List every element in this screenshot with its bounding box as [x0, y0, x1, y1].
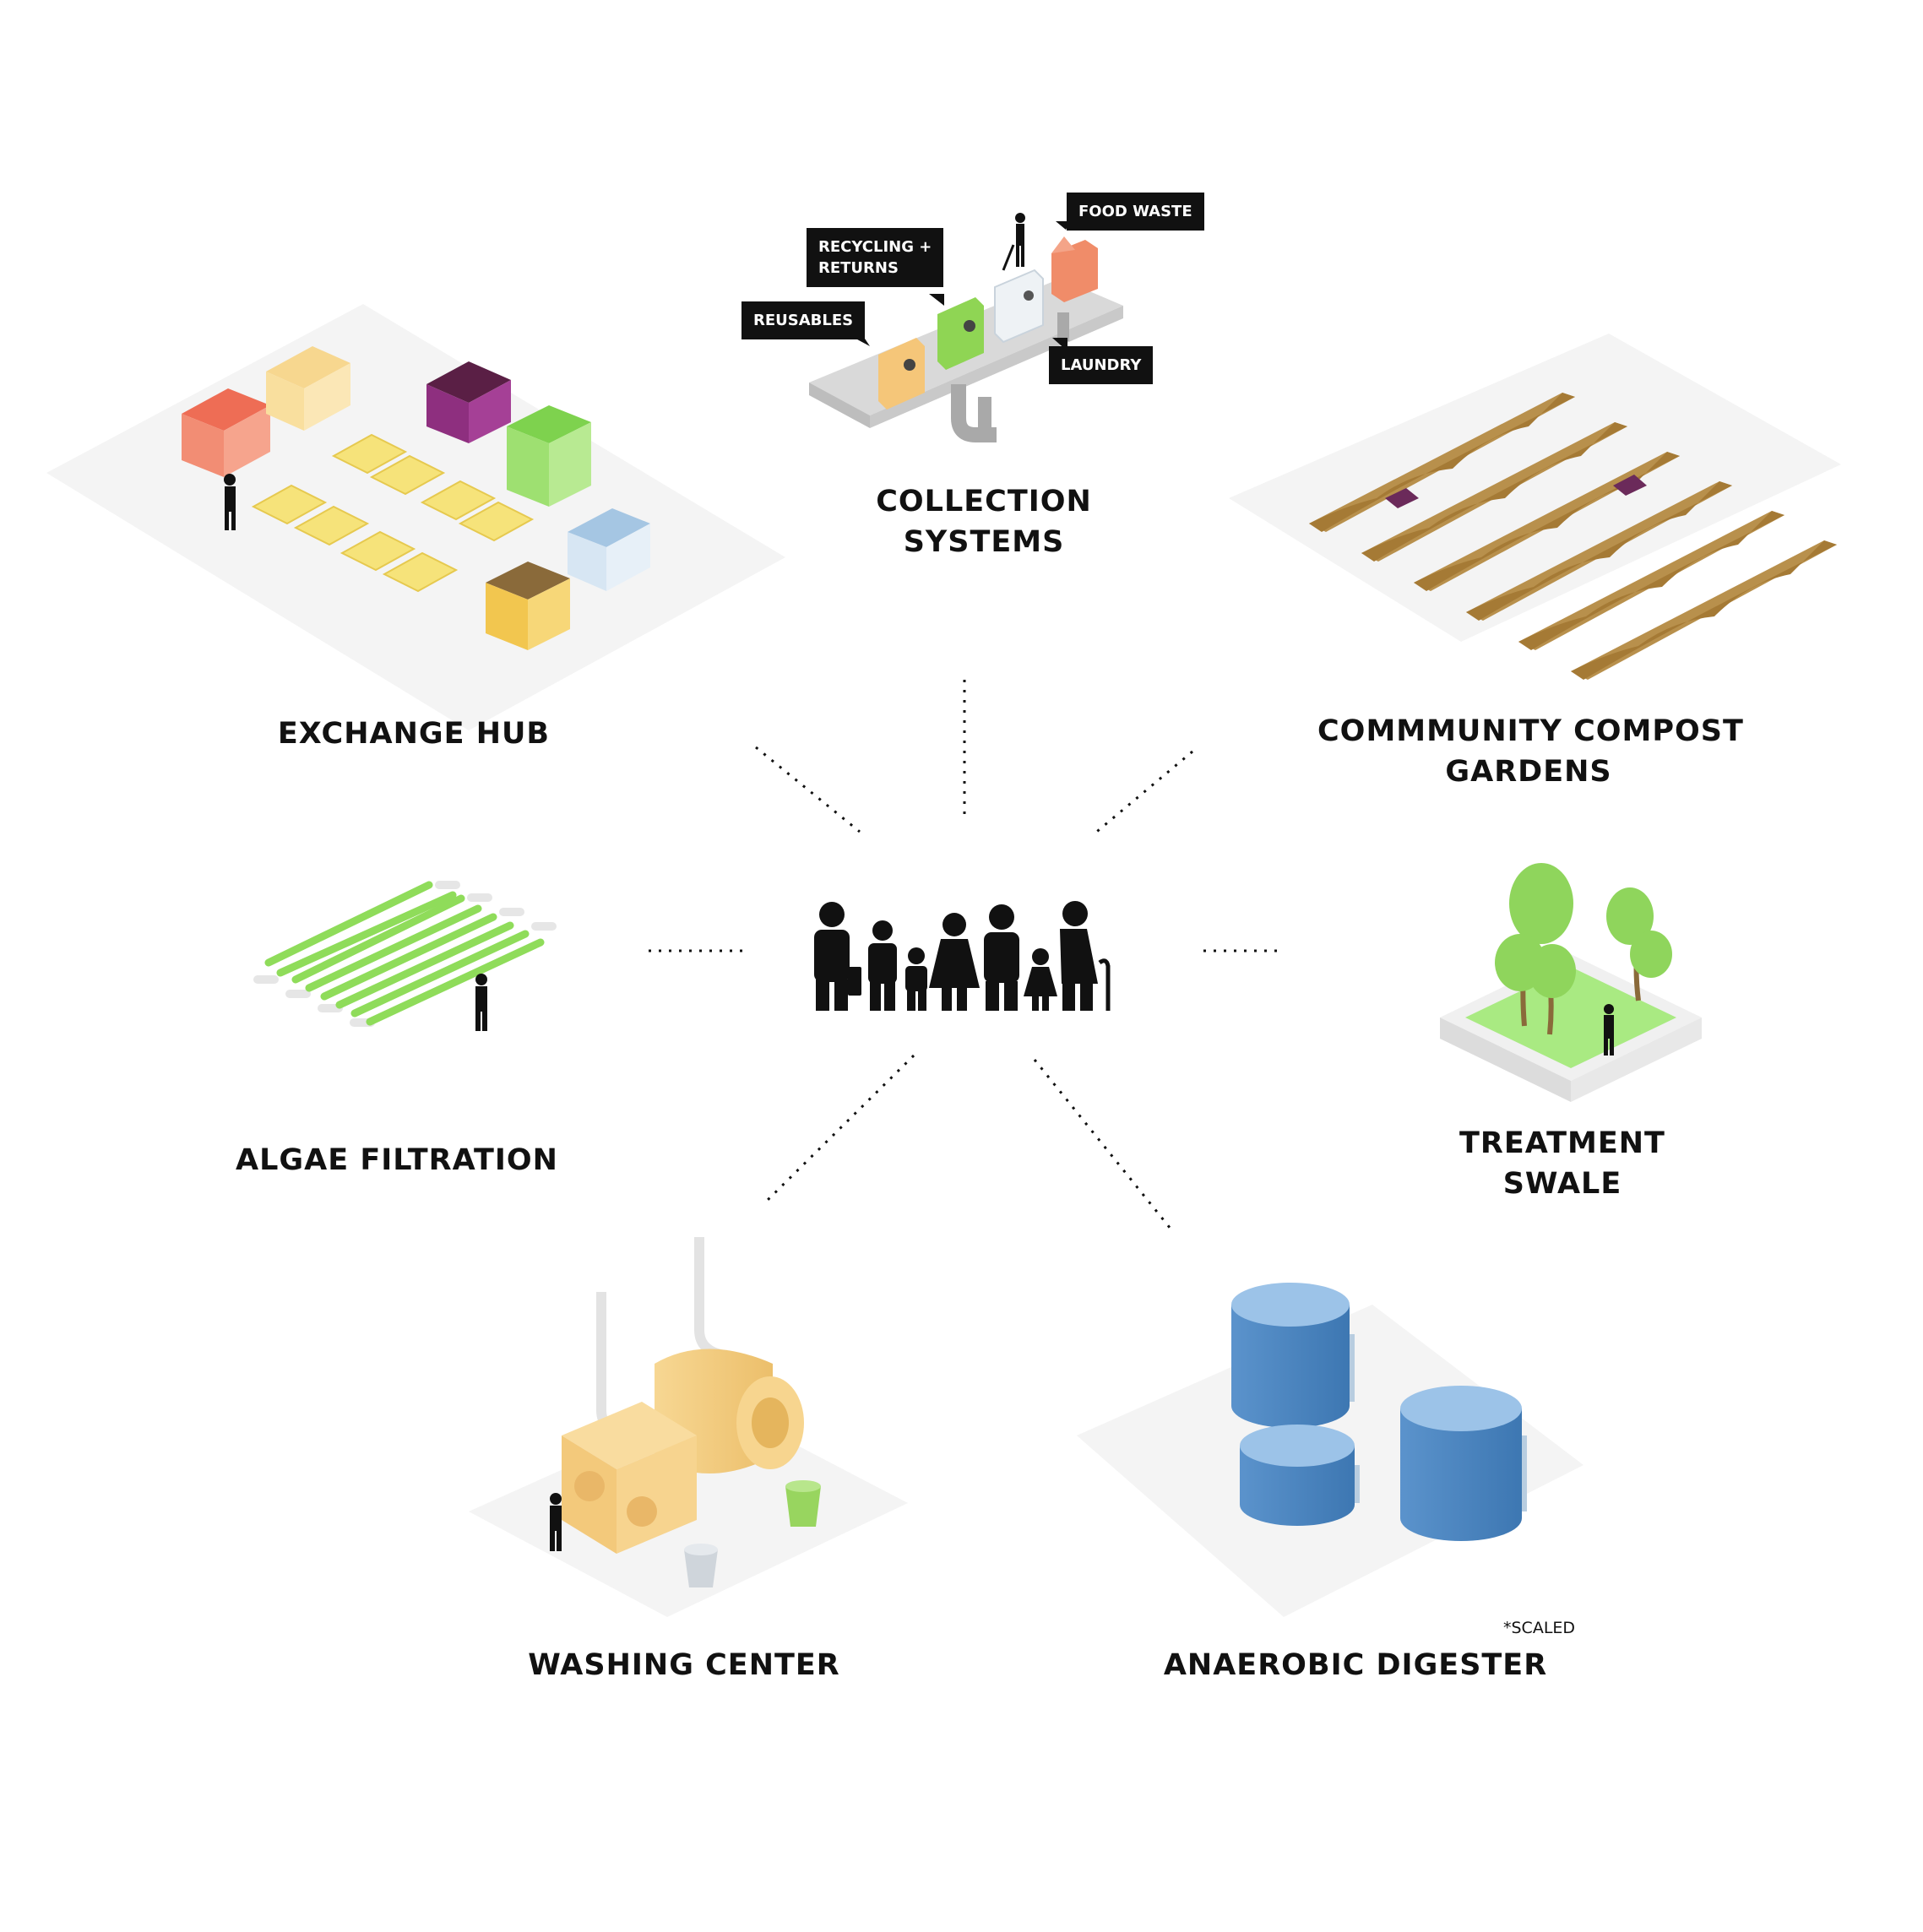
connector-lines [649, 680, 1282, 1234]
tag-laundry: LAUNDRY [1049, 346, 1154, 384]
anaerobic-digester-illustration [1077, 1283, 1583, 1617]
label-swale-line1: TREATMENT [1459, 1126, 1665, 1160]
label-compost-line2: GARDENS [1445, 755, 1612, 789]
collection-systems-illustration [809, 213, 1123, 442]
label-collection-systems: COLLECTION SYSTEMS [845, 481, 1123, 562]
treatment-swale-illustration [1440, 863, 1702, 1102]
algae-filtration-illustration [253, 881, 557, 1031]
label-exchange-hub: EXCHANGE HUB [277, 717, 551, 751]
label-anaerobic-digester: ANAEROBIC DIGESTER [1163, 1648, 1548, 1682]
label-treatment-swale: TREATMENT SWALE [1436, 1123, 1689, 1204]
label-algae-filtration: ALGAE FILTRATION [236, 1143, 558, 1177]
label-collection-line2: SYSTEMS [903, 525, 1065, 559]
stall-blue [568, 508, 650, 591]
label-compost-line1: COMMMUNITY COMPOST [1317, 714, 1744, 748]
tag-recycling-line1: RECYCLING + [818, 238, 932, 256]
label-swale-line2: SWALE [1502, 1167, 1622, 1201]
connector-compost [1093, 750, 1193, 836]
compost-gardens-illustration [1229, 334, 1841, 680]
connector-washing [763, 1054, 915, 1205]
label-washing-center: WASHING CENTER [528, 1648, 840, 1682]
connector-digester [1033, 1059, 1176, 1234]
community-people-icon [814, 901, 1111, 1011]
stall-brown [486, 562, 570, 650]
stall-yellow [266, 346, 350, 431]
tag-food-waste: FOOD WASTE [1067, 193, 1204, 231]
note-scaled: *SCALED [1503, 1619, 1576, 1637]
exchange-hub-illustration [46, 304, 785, 730]
connector-exchange [755, 746, 861, 833]
digester-tank-3 [1240, 1425, 1360, 1526]
stall-green [507, 405, 591, 507]
digester-tank-2 [1400, 1386, 1527, 1541]
washing-center-illustration [469, 1237, 908, 1617]
tag-reusables: REUSABLES [741, 301, 866, 339]
stall-purple [426, 361, 511, 443]
tag-recycling-returns: RECYCLING + RETURNS [807, 228, 944, 287]
stall-orange [182, 388, 270, 477]
label-compost-gardens: COMMMUNITY COMPOST GARDENS [1317, 711, 1744, 792]
label-collection-line1: COLLECTION [876, 485, 1092, 518]
tag-recycling-line2: RETURNS [818, 259, 899, 277]
digester-tank-1 [1231, 1283, 1355, 1428]
